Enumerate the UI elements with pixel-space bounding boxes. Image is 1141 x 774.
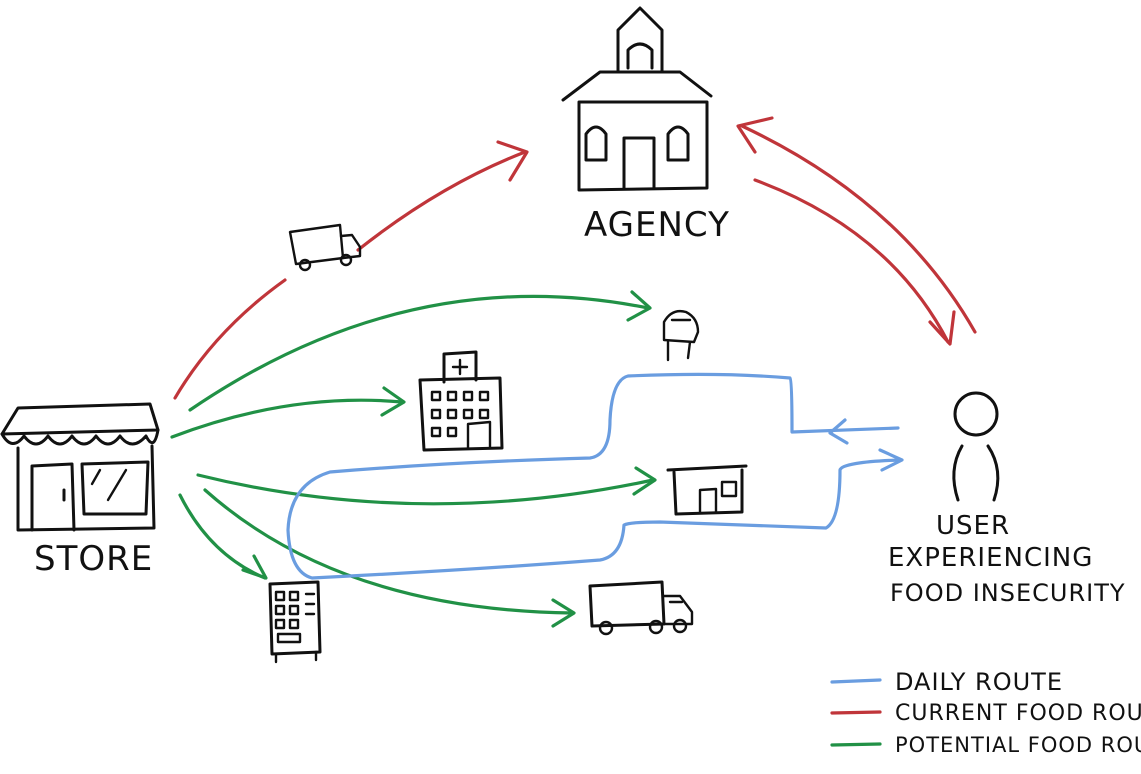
user-label-line3: FOOD INSECURITY xyxy=(890,579,1126,607)
potential-arrowhead-mailbox xyxy=(626,290,652,322)
potential-route-to-shed xyxy=(196,473,655,506)
legend-swatch-potential xyxy=(830,742,882,747)
potential-arrowhead-shed xyxy=(632,466,657,496)
legend: DAILY ROUTE CURRENT FOOD ROUTE POTENTIAL… xyxy=(830,668,1141,757)
daily-route xyxy=(286,372,904,580)
potential-arrowhead-truck xyxy=(551,598,576,628)
store-label: STORE xyxy=(34,539,153,579)
box-truck-icon xyxy=(588,580,694,636)
current-route-agency-to-user xyxy=(753,178,950,344)
legend-item-potential: POTENTIAL FOOD ROUTE xyxy=(830,733,1141,757)
store-icon xyxy=(0,402,160,532)
potential-route-to-truck xyxy=(203,488,574,615)
church-icon xyxy=(561,6,713,192)
current-route-truck-to-agency xyxy=(356,150,527,252)
potential-arrowhead-vending xyxy=(241,554,268,580)
current-route-store-to-truck xyxy=(173,278,287,400)
user-label-line2: EXPERIENCING xyxy=(888,543,1093,573)
legend-swatch-daily xyxy=(830,678,882,684)
legend-item-daily: DAILY ROUTE xyxy=(830,668,1063,696)
mailbox-icon xyxy=(662,309,700,362)
daily-arrowhead-in xyxy=(828,418,849,445)
current-route-arrowhead-user xyxy=(928,310,956,346)
legend-label-daily: DAILY ROUTE xyxy=(895,668,1063,696)
legend-label-current: CURRENT FOOD ROUTE xyxy=(895,701,1141,726)
potential-food-routes xyxy=(170,290,657,628)
legend-swatch-current xyxy=(830,710,882,715)
potential-route-to-vending xyxy=(178,493,267,580)
potential-arrowhead-hospital xyxy=(380,386,406,417)
current-route-arrowhead-agency xyxy=(496,140,529,182)
potential-route-to-hospital xyxy=(170,398,404,439)
current-food-routes xyxy=(173,116,977,400)
current-route-user-to-agency xyxy=(740,124,977,334)
legend-item-current: CURRENT FOOD ROUTE xyxy=(830,701,1141,726)
person-icon xyxy=(952,391,1000,502)
user-label-line1: USER xyxy=(936,511,1010,541)
truck-icon xyxy=(288,223,362,272)
shed-icon xyxy=(666,464,748,516)
daily-route-loop xyxy=(286,372,902,580)
legend-label-potential: POTENTIAL FOOD ROUTE xyxy=(895,733,1141,757)
vending-machine-icon xyxy=(268,580,322,664)
hospital-icon xyxy=(418,350,504,452)
agency-label: AGENCY xyxy=(584,205,730,245)
potential-route-to-mailbox xyxy=(188,294,650,412)
daily-arrowhead-out xyxy=(878,448,904,472)
current-route-arrowhead-agency-2 xyxy=(736,116,774,154)
